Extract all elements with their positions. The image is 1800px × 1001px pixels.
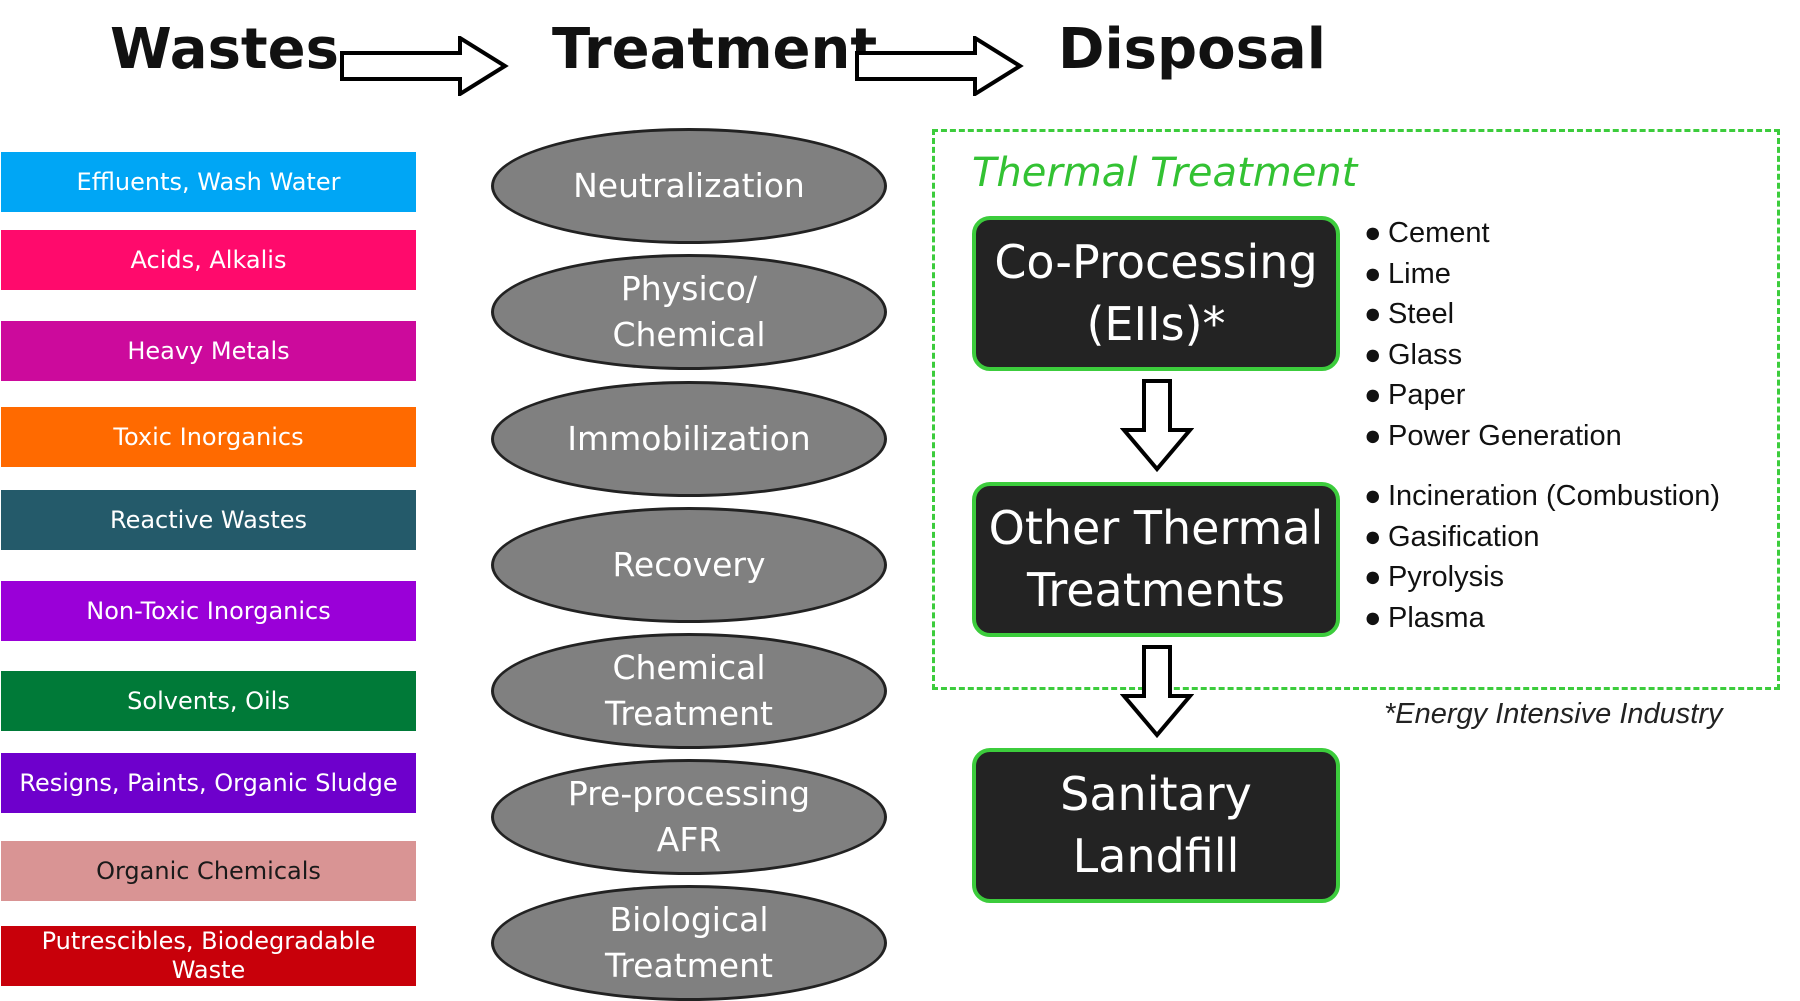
waste-label: Resigns, Paints, Organic Sludge — [19, 768, 398, 797]
heading-wastes: Wastes — [110, 17, 339, 82]
waste-solvents-oils: Solvents, Oils — [1, 671, 416, 731]
waste-organic-chemicals: Organic Chemicals — [1, 841, 416, 901]
list-item: ●Plasma — [1364, 601, 1485, 634]
waste-label: Effluents, Wash Water — [76, 167, 341, 196]
waste-resigns-paints: Resigns, Paints, Organic Sludge — [1, 753, 416, 813]
list-item: ●Cement — [1364, 217, 1490, 249]
right-arrow-icon — [855, 36, 1024, 96]
other-thermal-list: ●Incineration (Combustion) ●Gasification… — [1364, 476, 1720, 638]
waste-toxic-inorganics: Toxic Inorganics — [1, 407, 416, 467]
treatment-label: Recovery — [612, 545, 766, 585]
waste-putrescibles: Putrescibles, Biodegradable Waste — [1, 926, 416, 986]
waste-label: Solvents, Oils — [127, 686, 290, 715]
treatment-label: Neutralization — [573, 166, 805, 206]
list-item: ●Lime — [1364, 257, 1451, 290]
right-arrow-icon — [340, 36, 509, 96]
waste-label: Reactive Wastes — [109, 505, 308, 534]
treatment-recovery: Recovery — [491, 507, 887, 623]
list-item: ●Steel — [1364, 298, 1455, 330]
thermal-treatment-group — [932, 129, 1780, 690]
thermal-treatment-label: Thermal Treatment — [972, 150, 1358, 196]
waste-label: Toxic Inorganics — [113, 422, 304, 451]
waste-non-toxic-inorganics: Non-Toxic Inorganics — [1, 581, 416, 641]
waste-acids-alkalis: Acids, Alkalis — [1, 230, 416, 290]
list-item: ●Incineration (Combustion) — [1364, 480, 1721, 512]
waste-label: Acids, Alkalis — [130, 245, 287, 274]
heading-treatment: Treatment — [552, 17, 878, 82]
list-item: ●Paper — [1364, 379, 1466, 411]
down-arrow-icon — [1120, 645, 1194, 739]
waste-reactive: Reactive Wastes — [1, 490, 416, 550]
waste-label: Organic Chemicals — [96, 856, 321, 885]
co-processing-list: ●Cement ●Lime ●Steel ●Glass ●Paper ●Powe… — [1364, 213, 1622, 456]
treatment-physico-chemical: Physico/Chemical — [491, 254, 887, 370]
list-item: ●Pyrolysis — [1364, 561, 1505, 593]
footnote: *Energy Intensive Industry — [1384, 698, 1723, 730]
waste-label: Putrescibles, Biodegradable Waste — [41, 927, 376, 984]
list-item: ●Power Generation — [1364, 419, 1622, 452]
treatment-label: Physico/Chemical — [612, 269, 766, 354]
list-item: ●Glass — [1364, 338, 1463, 371]
waste-heavy-metals: Heavy Metals — [1, 321, 416, 381]
list-item: ●Gasification — [1364, 520, 1540, 553]
treatment-label: Immobilization — [567, 419, 811, 459]
waste-label: Non-Toxic Inorganics — [86, 596, 331, 625]
heading-disposal: Disposal — [1058, 17, 1326, 82]
waste-effluents: Effluents, Wash Water — [1, 152, 416, 212]
co-processing-box: Co-Processing(EIIs)* — [972, 216, 1340, 371]
waste-label: Heavy Metals — [127, 336, 290, 365]
down-arrow-icon — [1120, 379, 1194, 473]
co-processing-label: Co-Processing(EIIs)* — [994, 234, 1318, 351]
treatment-neutralization: Neutralization — [491, 128, 887, 244]
treatment-immobilization: Immobilization — [491, 381, 887, 497]
